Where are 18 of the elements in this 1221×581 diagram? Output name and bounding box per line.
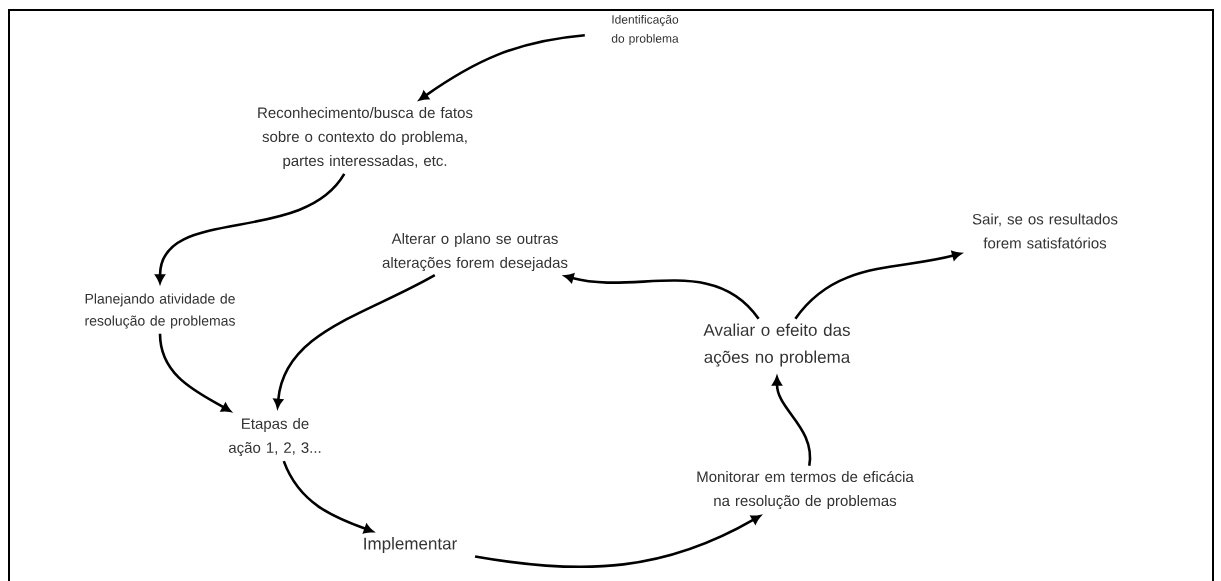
arrow bbox=[155, 173, 346, 284]
arrow bbox=[158, 333, 231, 413]
step-text: Sair, se os resultados forem satisfatórios bbox=[972, 213, 1118, 249]
step-text: Avaliar o efeito das ações no problema bbox=[703, 323, 851, 367]
arrow bbox=[419, 33, 585, 101]
arrow bbox=[282, 460, 374, 534]
step-text: Monitorar em termos de eficácia na resolução de problemas bbox=[697, 470, 914, 510]
step-text: Planejando atividade de resolução de problemas bbox=[85, 293, 235, 329]
arrow bbox=[564, 273, 760, 320]
arrow bbox=[474, 515, 761, 569]
step-text: Reconhecimento/busca de fatos sobre o contexto do problema, partes interessadas, etc. bbox=[258, 107, 473, 169]
arrow bbox=[273, 274, 436, 409]
arrow bbox=[772, 376, 812, 466]
step-text: Identificação do problema bbox=[611, 14, 679, 46]
arrow bbox=[794, 250, 962, 320]
step-text: Implementar bbox=[364, 537, 457, 553]
step-text: Etapas de ação 1, 2, 3... bbox=[228, 417, 321, 456]
step-text: Alterar o plano se outras alterações forem desejadas bbox=[382, 232, 568, 271]
